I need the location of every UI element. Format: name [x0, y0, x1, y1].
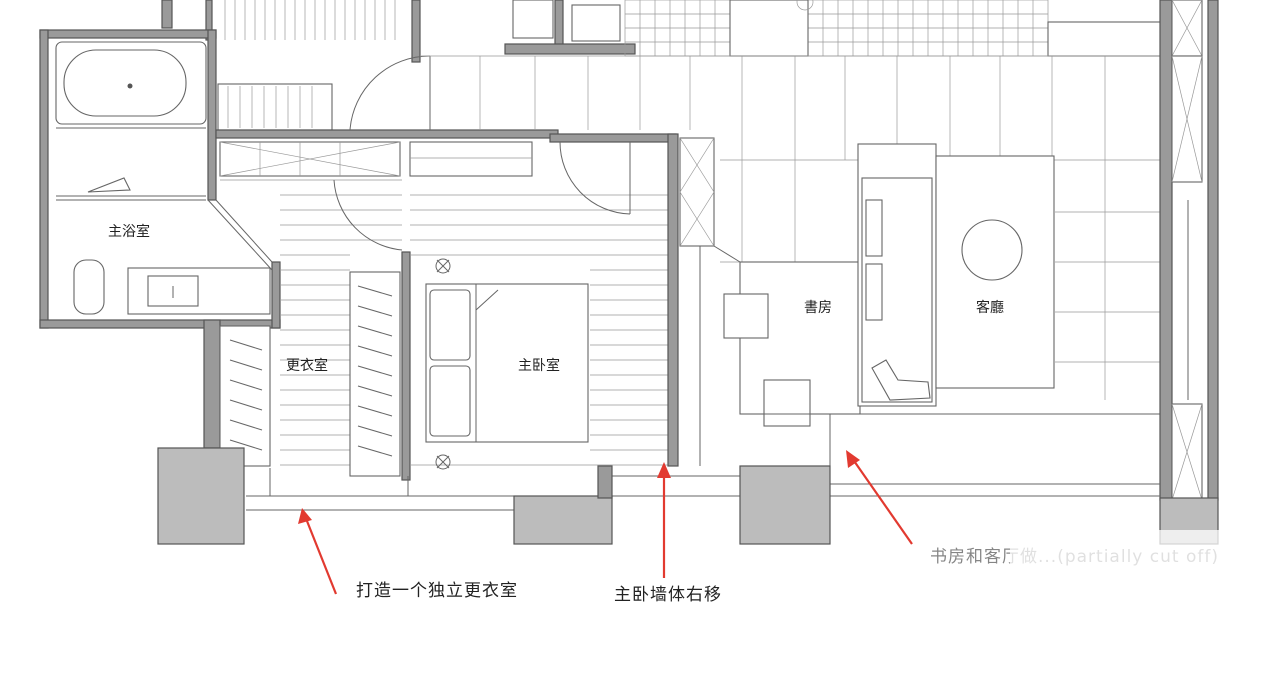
study: 書房 [723, 261, 861, 427]
right-wall [1159, 0, 1219, 501]
tiled-floor [624, 0, 1049, 57]
lamp-icon [435, 258, 451, 470]
column [157, 447, 245, 545]
arrow-closet [303, 515, 338, 595]
arrow-study [851, 457, 913, 545]
annotation-arrows [298, 450, 913, 595]
walk-in-closet: 更衣室 [203, 179, 411, 481]
storage-cabinets [215, 55, 559, 177]
column [739, 465, 831, 545]
shower-icon [87, 177, 131, 193]
partition-cabinet [679, 137, 741, 466]
room-label-master-bedroom: 主卧室 [518, 357, 560, 374]
lounge-chair-icon [871, 359, 931, 401]
toilet-icon [73, 259, 105, 315]
bottom-wall [157, 414, 1219, 545]
chair-icon [763, 379, 811, 427]
column [513, 495, 613, 545]
master-bath: 主浴室 [39, 29, 281, 329]
master-bedroom: 主卧室 [410, 133, 679, 470]
room-label-walk-in-closet: 更衣室 [286, 357, 328, 374]
watermark-fade [1010, 530, 1280, 676]
living-room: 客廳 [740, 143, 1160, 415]
room-label-study: 書房 [804, 300, 832, 316]
room-label-master-bath: 主浴室 [108, 223, 150, 240]
top-partial-rooms [161, 0, 1171, 63]
desk-icon [723, 293, 769, 339]
room-label-living-room: 客廳 [976, 299, 1004, 316]
annotation-wall: 主卧墙体右移 [614, 585, 722, 605]
annotation-closet: 打造一个独立更衣室 [356, 581, 518, 601]
round-table-icon [961, 219, 1023, 281]
